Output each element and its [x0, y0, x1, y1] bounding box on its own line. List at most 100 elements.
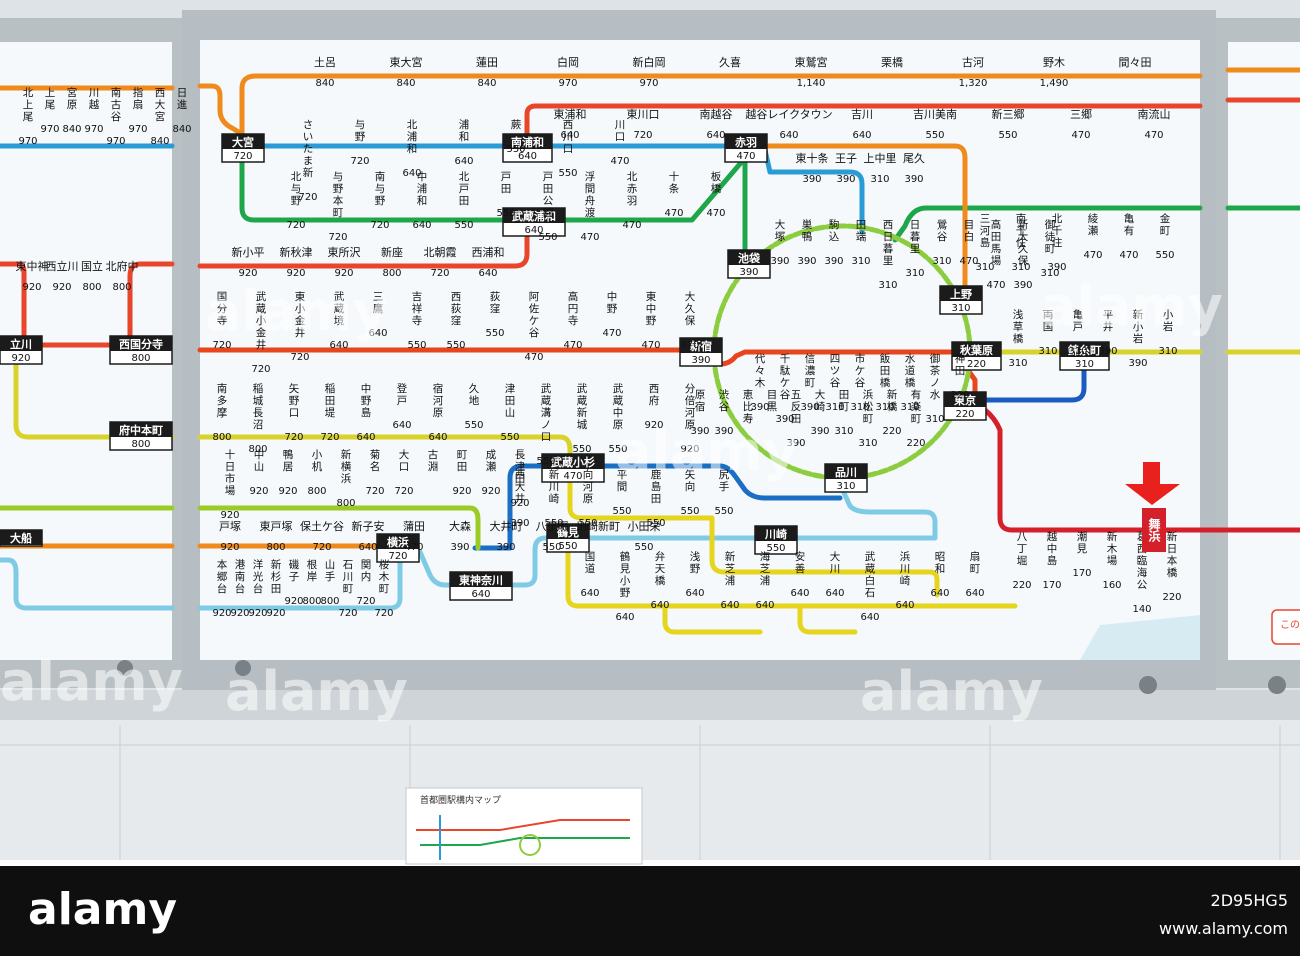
station-name-char: 公	[1137, 579, 1148, 591]
station-name-char: 見	[1077, 543, 1088, 555]
station-name-char: 園	[543, 207, 554, 219]
station-fare: 720	[286, 220, 305, 231]
station-name-char: 長	[515, 449, 526, 461]
station-name-char: 場	[225, 484, 236, 497]
station-name-char: 場	[1107, 554, 1118, 567]
station-fare: 550	[407, 340, 426, 351]
station-box-fare: 220	[955, 409, 974, 420]
station-name-char: 田	[505, 395, 516, 407]
station-name-char: 北	[459, 171, 470, 183]
station-fare: 800	[320, 596, 339, 607]
station-fare: 640	[368, 328, 387, 339]
station-name-char: 磯	[289, 558, 300, 571]
poster-title: 首都圏駅構内マップ	[420, 794, 501, 806]
station-fare: 550	[680, 506, 699, 517]
station-fare: 840	[396, 78, 415, 89]
station-name-char: 古	[111, 98, 122, 111]
station-fare: 550	[454, 220, 473, 231]
station-fare: 550	[572, 444, 591, 455]
station-name-char: 和	[459, 131, 470, 143]
station-fare: 390	[450, 542, 469, 553]
station-fare: 920	[249, 486, 268, 497]
station-name-char: 戸	[1073, 321, 1084, 333]
line-negishi	[197, 549, 403, 611]
watermark-1: alamy	[205, 280, 388, 343]
station-fare: 390	[1013, 280, 1032, 291]
station-fare: 640	[825, 588, 844, 599]
station-fare: 470	[1071, 130, 1090, 141]
station-box-name: 立川	[10, 337, 32, 351]
station-name-char: 川	[563, 131, 574, 143]
station-fare: 920	[238, 268, 257, 279]
station-name-char: 木	[1107, 543, 1118, 555]
footer-image-id: 2D95HG5	[1211, 891, 1288, 910]
station-name: 白岡	[557, 55, 579, 69]
station-name: 北府中	[106, 259, 139, 273]
station-fare: 390	[690, 426, 709, 437]
station-box-name: 武蔵浦和	[512, 209, 556, 223]
station-name-char: 渡	[585, 206, 596, 219]
station-fare: 470	[959, 256, 978, 267]
station-fare: 310	[858, 438, 877, 449]
station-name-char: 馬	[991, 243, 1002, 255]
station-name-char: 戸	[459, 183, 470, 195]
station-fare: 720	[212, 340, 231, 351]
station-name-char: 分	[217, 303, 228, 315]
station-name-char: 木	[755, 377, 766, 389]
station-fare: 920	[680, 444, 699, 455]
station-fare: 310	[870, 174, 889, 185]
station-name-char: 千	[780, 353, 791, 365]
station-name-char: 桜	[379, 558, 390, 571]
station-name-char: 南	[217, 382, 228, 395]
station-name-char: 橋	[880, 376, 891, 389]
station-name: 東浦和	[554, 108, 587, 121]
watermarks: alamy alamy alamy alamy alamy alamy	[0, 275, 1223, 723]
line-yokosuka	[507, 463, 843, 551]
station-name-char: 両	[1043, 309, 1054, 321]
station-name-char: ケ	[855, 365, 866, 377]
station-name: 小田栄	[628, 519, 661, 533]
station-name: 新座	[381, 245, 403, 259]
station-fare: 550	[578, 518, 597, 529]
station-name-char: 新	[1107, 530, 1118, 543]
station-name-char: 河	[583, 481, 594, 493]
station-name-char: 口	[541, 431, 552, 443]
station-name-char: 川	[830, 563, 841, 575]
station-name-char: 関	[361, 559, 372, 571]
station-name-char: 間	[617, 481, 628, 493]
station-name-char: 阿	[529, 291, 540, 303]
station-name-char: 川	[615, 119, 626, 131]
station-name-char: 城	[253, 395, 264, 407]
station-name-char: 保	[1018, 254, 1029, 267]
maihama-label: 舞浜	[1147, 517, 1161, 543]
station-fare: 920	[230, 608, 249, 619]
station-name-char: 武	[577, 382, 588, 395]
station-name-char: 大	[399, 448, 410, 461]
station-fare: 390	[810, 426, 829, 437]
station-name-char: 白	[964, 230, 975, 243]
line-joban	[892, 205, 1203, 243]
